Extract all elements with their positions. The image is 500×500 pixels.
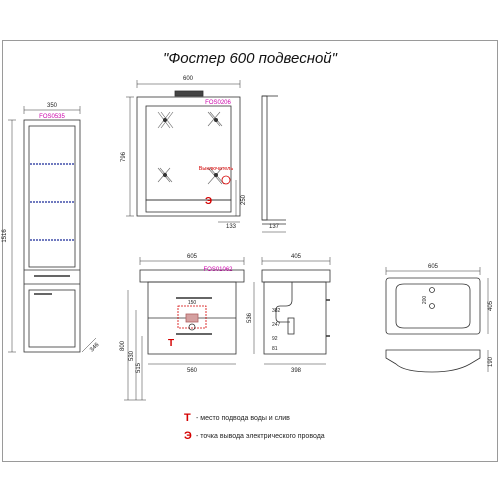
side-depth: 405 xyxy=(291,254,302,260)
legend-text: - место подвода воды и слив xyxy=(196,414,290,422)
mirror-offset: 133 xyxy=(226,224,237,230)
sink-width: 605 xyxy=(428,264,439,270)
cabinet-code: FOS01062 xyxy=(203,267,233,273)
mirror-width: 600 xyxy=(183,76,194,82)
side-height: 536 xyxy=(247,312,253,323)
electric-point-marker: Э xyxy=(205,196,212,207)
legend-symbol: Э xyxy=(184,430,192,442)
mirror-height: 796 xyxy=(121,151,127,162)
sink-height: 190 xyxy=(488,356,494,367)
cabinet-dim-c: 800 xyxy=(120,340,126,351)
water-point-marker: Т xyxy=(168,338,174,349)
cabinet-inner-width: 560 xyxy=(187,368,198,374)
side-dim-b: 247 xyxy=(272,322,281,328)
sink-hole: 200 xyxy=(422,296,428,305)
legend-text: - точка вывода электрического провода xyxy=(196,432,325,440)
legend-item-water: Т - место подвода воды и слив xyxy=(184,412,290,424)
switch-label: Выключатель xyxy=(199,166,234,172)
side-dim-a: 382 xyxy=(272,308,281,314)
mirror-front-drawing xyxy=(126,80,241,223)
drawing-frame xyxy=(2,40,498,462)
legend-symbol: Т xyxy=(184,412,191,424)
pencil-case-drawing xyxy=(8,106,97,353)
cabinet-side-drawing xyxy=(253,257,331,365)
side-dim-d: 81 xyxy=(272,346,278,352)
mirror-depth: 137 xyxy=(269,224,280,230)
pencil-case-depth: 346 xyxy=(89,342,101,354)
drawing-title: "Фостер 600 подвесной" xyxy=(163,50,337,67)
pencil-case-width: 350 xyxy=(47,103,58,109)
mirror-code: FOS0206 xyxy=(205,100,231,106)
pencil-case-height: 1516 xyxy=(2,229,8,243)
mirror-side-drawing xyxy=(261,95,286,233)
cabinet-dim-a: 150 xyxy=(188,300,197,306)
legend-item-electric: Э - точка вывода электрического провода xyxy=(184,430,325,442)
switch-height: 250 xyxy=(241,194,247,205)
sink-top-drawing xyxy=(385,267,489,373)
side-inner-depth: 398 xyxy=(291,368,302,374)
pencil-case-code: FOS0535 xyxy=(39,114,65,120)
side-dim-c: 92 xyxy=(272,336,278,342)
cabinet-front-drawing xyxy=(124,257,245,401)
cabinet-dim-e: 515 xyxy=(136,362,142,373)
cabinet-dim-d: 530 xyxy=(129,350,135,361)
cabinet-width: 605 xyxy=(187,254,198,260)
sink-depth: 405 xyxy=(488,300,494,311)
